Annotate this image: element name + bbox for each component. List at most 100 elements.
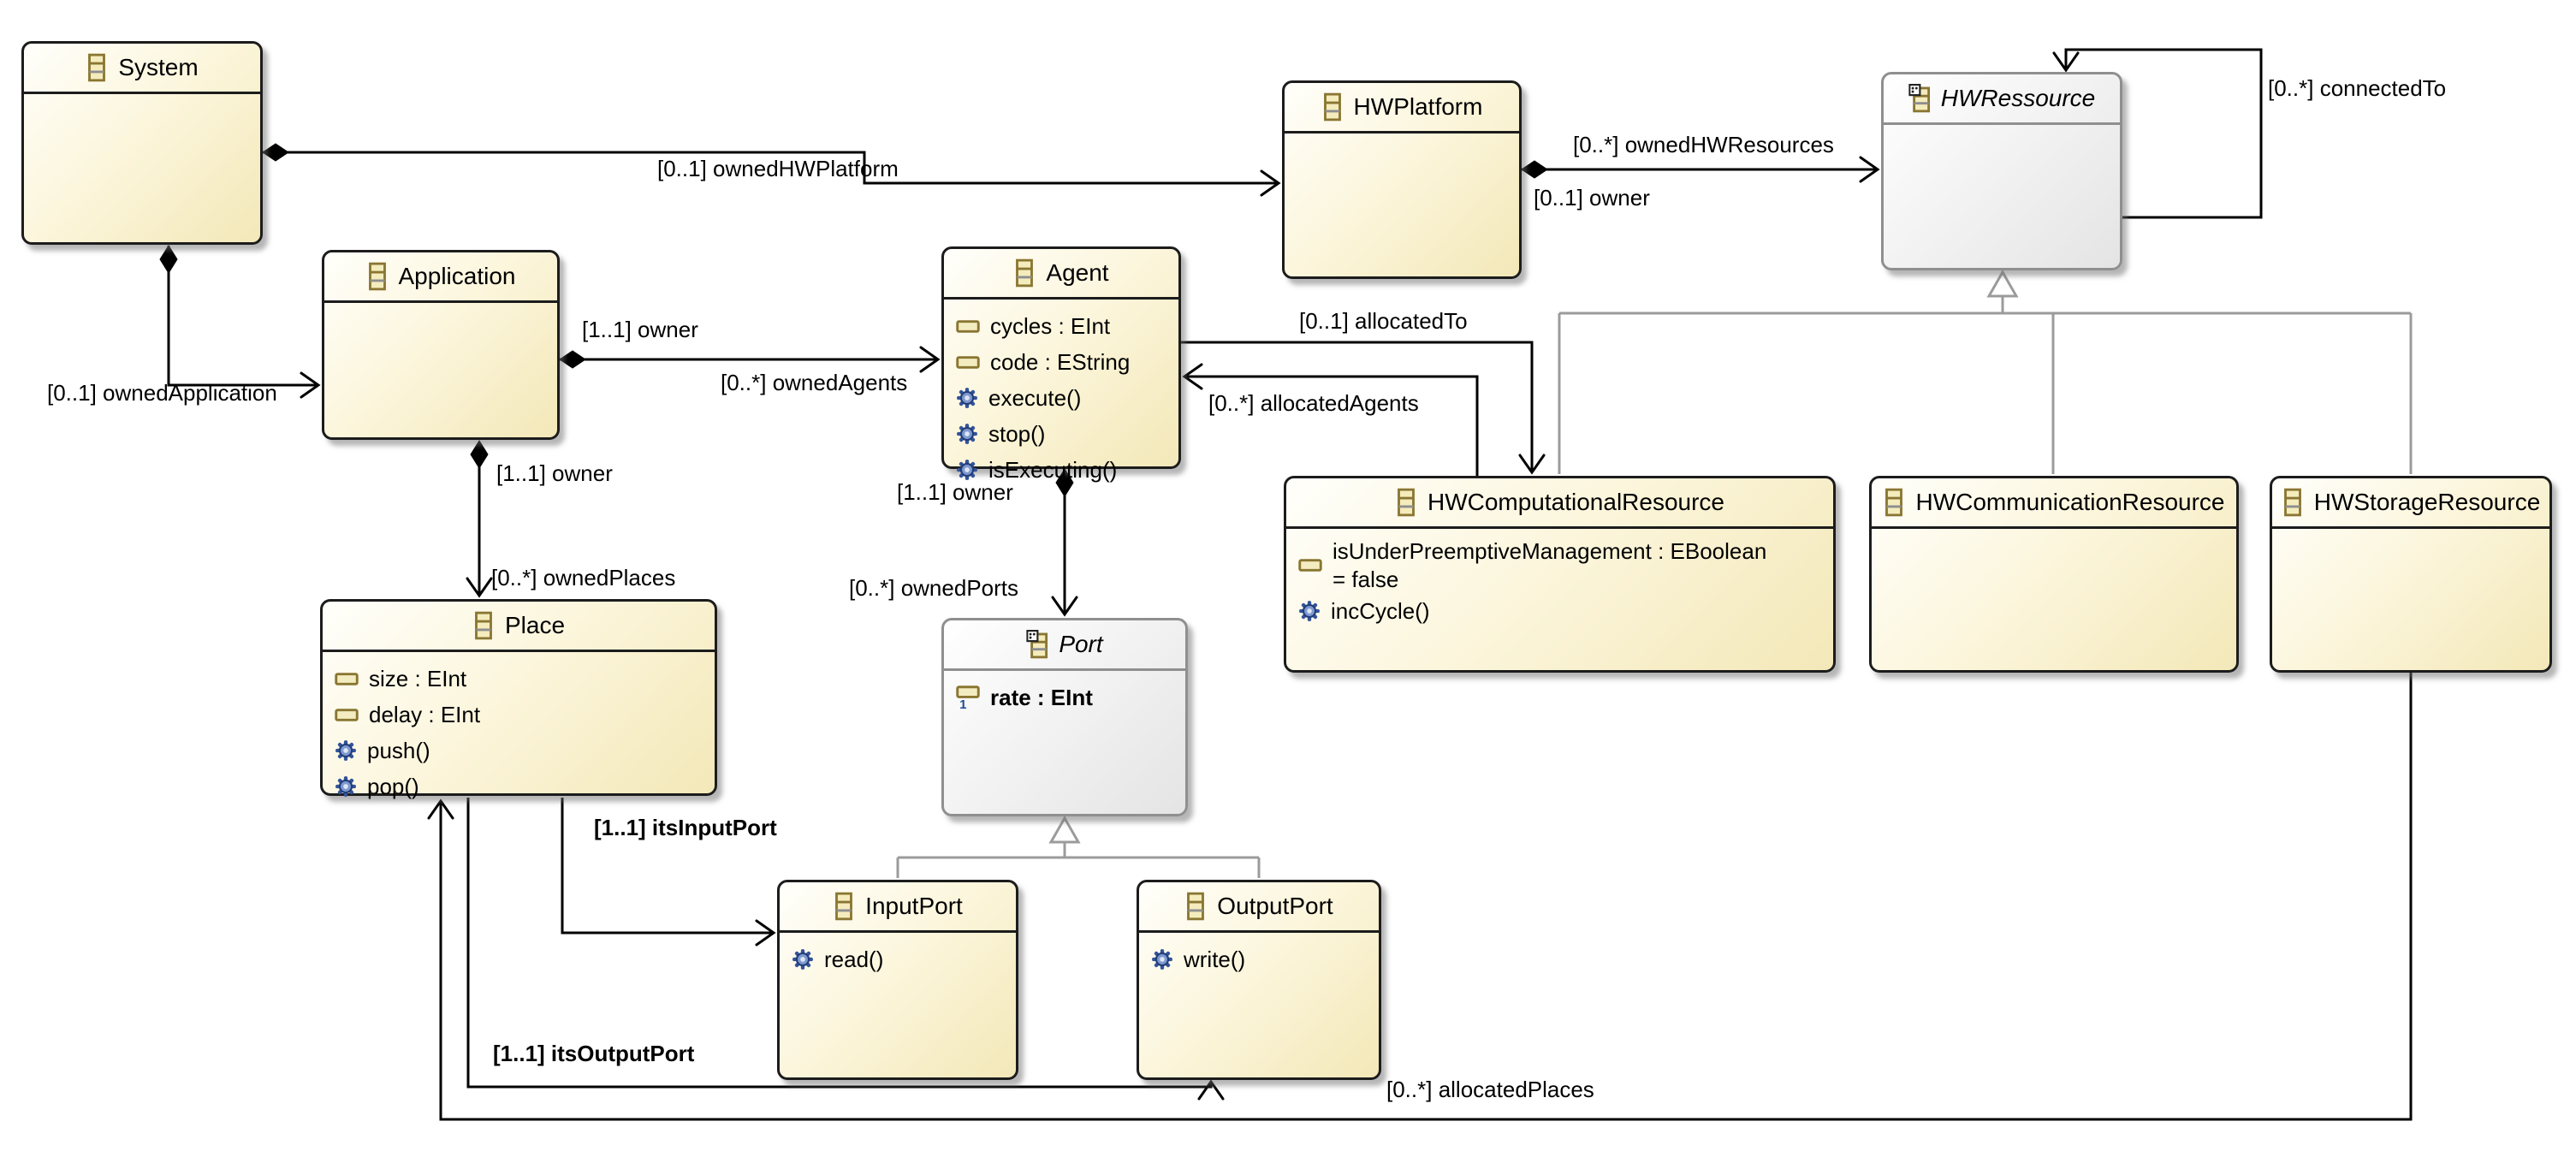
class-icon (366, 262, 389, 291)
class-icon (1321, 92, 1344, 122)
edge-itsoutputport[interactable] (466, 798, 1225, 1101)
class-name: Application (398, 263, 516, 289)
edge-label-ownedports[interactable]: [0..*] ownedPorts (849, 575, 1018, 601)
open-arrow-icon (300, 371, 321, 399)
class-name: HWStorageResource (2313, 489, 2541, 515)
edge-label-itsinputport[interactable]: [1..1] itsInputPort (594, 815, 777, 840)
attribute-row[interactable]: rate : EInt (956, 679, 1178, 715)
class-members (1285, 134, 1519, 142)
attribute-row[interactable]: cycles : EInt (956, 308, 1172, 344)
class-outputport[interactable]: OutputPort write() (1137, 880, 1381, 1080)
edge-connectedto[interactable] (2052, 48, 2263, 219)
edge-label-itsoutputport[interactable]: [1..1] itsOutputPort (493, 1041, 695, 1066)
class-name: Agent (1046, 259, 1109, 286)
edge-ownedhwplatform[interactable] (262, 143, 1281, 197)
open-arrow-icon (755, 919, 776, 946)
class-title: HWRessource (1884, 74, 2120, 125)
open-arrow-icon (2052, 51, 2080, 73)
open-arrow-icon (1197, 1079, 1225, 1101)
attribute-row[interactable]: isUnderPreemptiveManagement : EBoolean =… (1298, 537, 1826, 593)
edge-ownedports[interactable] (1051, 468, 1078, 617)
operation-row[interactable]: read() (792, 941, 1009, 977)
class-name: HWComputationalResource (1427, 489, 1725, 515)
attribute-icon (956, 685, 980, 709)
edge-label-ownedhwresources[interactable]: [0..*] ownedHWResources (1573, 132, 1834, 157)
class-hwplatform[interactable]: HWPlatform (1282, 80, 1522, 279)
edge-label-allocatedplaces[interactable]: [0..*] allocatedPlaces (1386, 1077, 1594, 1102)
operation-row[interactable]: incCycle() (1298, 593, 1826, 629)
operation-icon (956, 423, 978, 445)
edge-ownedplaces[interactable] (466, 440, 493, 598)
edge-ownedhwresources[interactable] (1521, 156, 1880, 183)
class-name: HWRessource (1940, 85, 2096, 111)
edge-label-place-owner[interactable]: [1..1] owner (496, 460, 613, 486)
edge-label-allocatedagents[interactable]: [0..*] allocatedAgents (1208, 390, 1419, 416)
edge-label-ownedplaces[interactable]: [0..*] ownedPlaces (491, 565, 676, 590)
edge-label-ownedhwplatform[interactable]: [0..1] ownedHWPlatform (657, 156, 899, 181)
operation-row[interactable]: isExecuting() (956, 452, 1172, 488)
member-label: isUnderPreemptiveManagement : EBoolean =… (1333, 538, 1767, 592)
class-name: HWPlatform (1353, 93, 1483, 120)
class-system[interactable]: System (21, 41, 263, 245)
operation-icon (956, 387, 978, 409)
operation-row[interactable]: push() (335, 733, 708, 768)
class-name: Port (1059, 631, 1103, 657)
attribute-row[interactable]: code : EString (956, 344, 1172, 380)
class-name: HWCommunicationResource (1915, 489, 2225, 515)
class-icon (1883, 488, 1905, 517)
composition-diamond-icon (559, 350, 586, 369)
class-title: OutputPort (1139, 882, 1379, 933)
class-hwressource[interactable]: HWRessource (1881, 72, 2122, 270)
class-icon (1395, 488, 1417, 517)
class-application[interactable]: Application (322, 250, 560, 440)
attribute-row[interactable]: size : EInt (335, 661, 708, 697)
class-inputport[interactable]: InputPort read() (777, 880, 1018, 1080)
member-label: execute() (988, 384, 1082, 411)
edge-itsinputport[interactable] (561, 798, 776, 946)
edge-allocatedplaces[interactable] (427, 673, 2413, 1121)
edge-ownedapplication[interactable] (159, 245, 321, 399)
edge-ownedagents[interactable] (559, 346, 941, 373)
class-members (1884, 125, 2120, 134)
class-members (324, 303, 557, 312)
generalization-hwressource[interactable] (1558, 269, 2413, 474)
edge-label-agent-owner[interactable]: [1..1] owner (582, 317, 698, 342)
member-label: incCycle() (1331, 597, 1430, 624)
edge-allocatedagents[interactable] (1182, 363, 1479, 476)
edge-label-hw-owner[interactable]: [0..1] owner (1534, 185, 1650, 211)
member-label: size : EInt (369, 665, 467, 691)
class-title: Place (323, 602, 715, 652)
class-hwcomputationalresource[interactable]: HWComputationalResource isUnderPreemptiv… (1284, 476, 1836, 673)
edge-label-ownedagents[interactable]: [0..*] ownedAgents (721, 370, 908, 395)
inheritance-triangle-icon (1048, 815, 1081, 844)
class-members (24, 94, 260, 103)
class-members (1872, 529, 2236, 537)
inheritance-triangle-icon (1986, 269, 2019, 298)
edge-label-connectedto[interactable]: [0..*] connectedTo (2268, 75, 2447, 101)
class-icon (472, 611, 495, 640)
edge-label-port-owner[interactable]: [1..1] owner (897, 479, 1013, 505)
class-title: HWCommunicationResource (1872, 478, 2236, 529)
attribute-row[interactable]: delay : EInt (335, 697, 708, 733)
composition-diamond-icon (159, 245, 178, 274)
operation-row[interactable]: write() (1151, 941, 1372, 977)
class-name: System (118, 54, 199, 80)
operation-row[interactable]: stop() (956, 416, 1172, 452)
class-title: HWComputationalResource (1286, 478, 1833, 529)
generalization-port[interactable] (896, 815, 1261, 878)
edge-label-ownedapplication[interactable]: [0..1] ownedApplication (47, 380, 277, 406)
operation-row[interactable]: pop() (335, 768, 708, 804)
edge-allocatedto[interactable] (1181, 341, 1546, 475)
operation-row[interactable]: execute() (956, 380, 1172, 416)
class-hwstorageresource[interactable]: HWStorageResource (2270, 476, 2552, 673)
class-hwcommunicationresource[interactable]: HWCommunicationResource (1869, 476, 2239, 673)
class-title: System (24, 44, 260, 94)
open-arrow-icon (1182, 363, 1203, 390)
class-port[interactable]: Port rate : EInt (941, 618, 1188, 816)
edge-label-allocatedto[interactable]: [0..1] allocatedTo (1299, 308, 1468, 334)
